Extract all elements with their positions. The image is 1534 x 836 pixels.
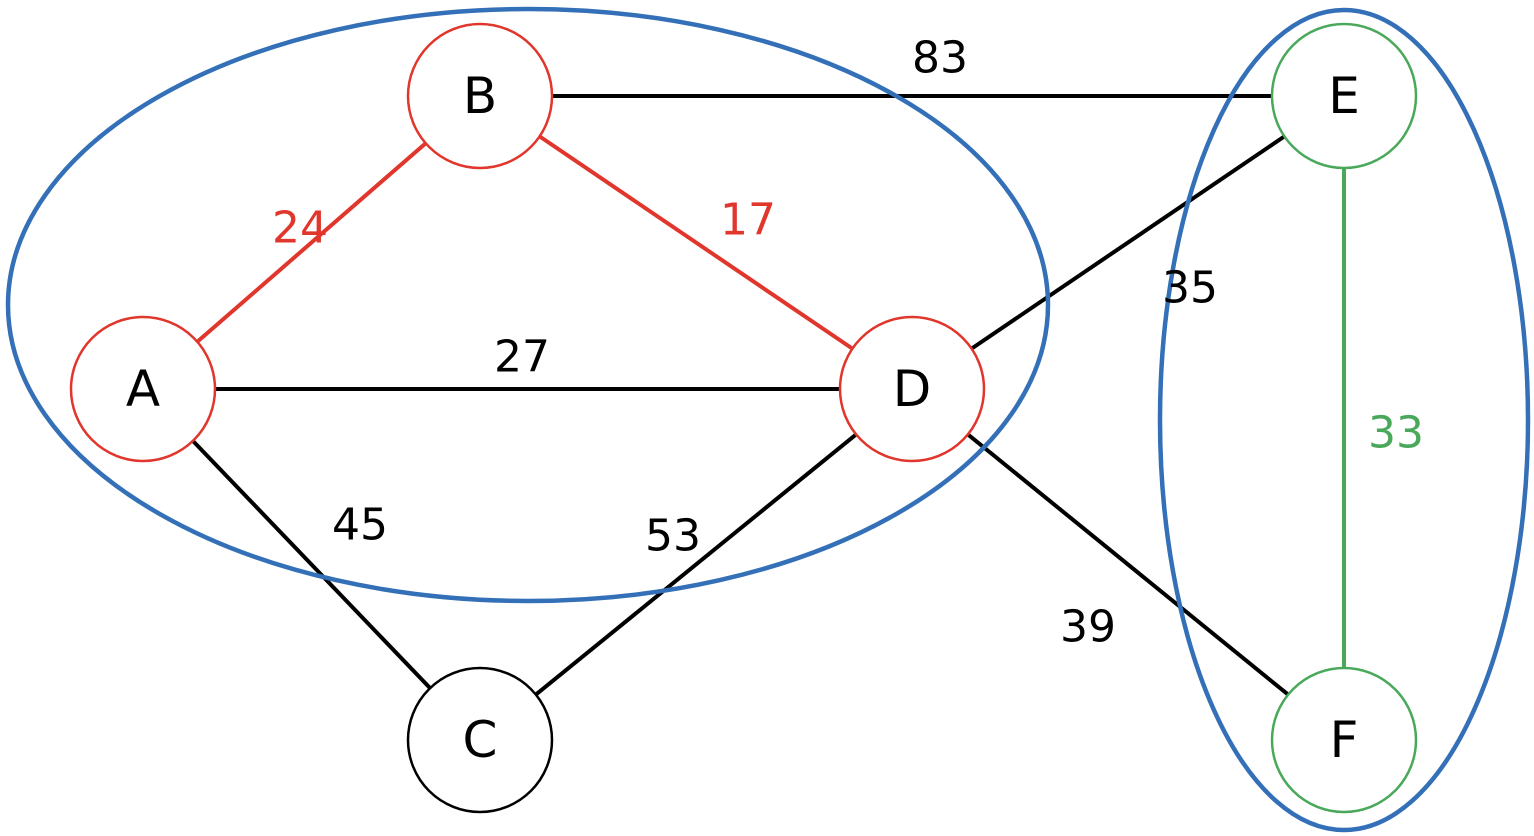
node-b-label: B [463,67,497,125]
edge-a-b-weight: 24 [272,203,328,254]
edge-d-f-weight: 39 [1060,602,1116,653]
node-c-label: C [463,711,498,769]
edge-d-e-weight: 35 [1162,263,1218,314]
edge-a-d-weight: 27 [494,332,550,383]
edge-a-c [191,439,432,690]
node-d-label: D [893,360,932,418]
node-c: C [406,666,554,814]
cluster-outline-abd [5,6,1051,604]
node-b: B [406,22,554,170]
node-d: D [838,315,986,463]
node-a-circle [69,315,217,463]
edge-d-f [966,432,1290,697]
node-b-circle [406,22,554,170]
node-a-label: A [126,360,160,418]
node-f-circle [1270,666,1418,814]
node-c-circle [406,666,554,814]
edge-b-d [538,134,854,351]
edge-b-d-weight: 17 [720,195,776,246]
node-f-label: F [1330,711,1359,769]
node-f: F [1270,666,1418,814]
cluster-outline-ef [1157,7,1531,833]
edge-d-e [970,134,1286,351]
node-e: E [1270,22,1418,170]
node-d-circle [838,315,986,463]
node-a: A [69,315,217,463]
node-e-circle [1270,22,1418,170]
edge-c-d-weight: 53 [645,511,701,562]
edge-a-c-weight: 45 [332,500,388,551]
edge-c-d [534,432,858,697]
edge-e-f-weight: 33 [1368,408,1424,459]
edge-a-b [195,141,428,344]
node-e-label: E [1328,67,1360,125]
edge-b-e-weight: 83 [912,33,968,84]
